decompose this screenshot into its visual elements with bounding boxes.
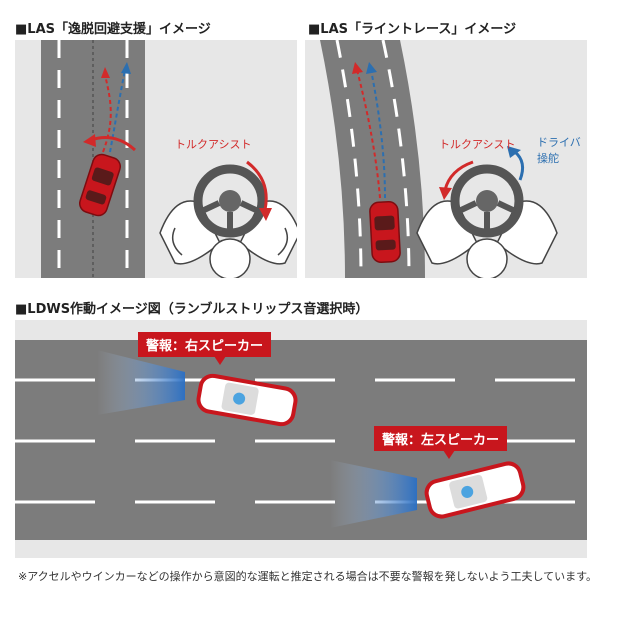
driver-with-steering-wheel [416, 164, 558, 278]
red-path-arrowhead [352, 62, 363, 74]
ldws-heading: ■LDWS作動イメージ図（ランブルストリップス音選択時） [15, 302, 369, 317]
red-path-arrow [356, 69, 381, 199]
road [41, 40, 145, 278]
wheel-torque-arrow [246, 160, 268, 211]
blue-path-arrowhead [121, 62, 131, 74]
las-trace-panel: トルクアシスト ドライバ 操舵 [305, 40, 587, 278]
torque-assist-label: トルクアシスト [439, 138, 516, 151]
blue-path-arrow [370, 69, 386, 199]
lane-line-right [381, 40, 411, 278]
torque-arrowhead [83, 134, 96, 147]
red-car [369, 201, 401, 263]
wheel-torque-arrowhead [439, 187, 452, 200]
alert-right-speaker-badge: 警報：右スピーカー [138, 332, 272, 357]
blue-path-arrowhead [366, 62, 377, 74]
blue-path-arrow [109, 69, 126, 153]
alert-right-pointer [214, 356, 226, 365]
driver-steering-label-line1: ドライバ [537, 136, 581, 149]
lane-line-left [335, 40, 363, 278]
ldws-panel: 警報：右スピーカー 警報：左スピーカー [15, 320, 587, 558]
las-departure-panel: トルクアシスト [15, 40, 297, 278]
warning-beam-right [97, 350, 185, 415]
las-trace-heading: ■LAS「ライントレース」イメージ [308, 22, 517, 37]
torque-assist-label: トルクアシスト [175, 138, 252, 151]
red-path-arrowhead [101, 67, 110, 78]
car-lower [424, 461, 526, 519]
las-trace-illustration [320, 40, 558, 278]
car-upper [196, 373, 298, 427]
driver-steer-arrow [513, 150, 525, 181]
red-car [79, 153, 121, 217]
driver-steering-label-line2: 操舵 [537, 152, 559, 165]
footnote: ※アクセルやウインカーなどの操作から意図的な運転と推定される場合は不要な警報を発… [18, 570, 598, 583]
red-path-arrow [102, 74, 112, 153]
driver-steer-arrowhead [507, 146, 521, 158]
driver-with-steering-wheel [159, 164, 297, 278]
wheel-torque-arrow [443, 160, 474, 191]
alert-left-pointer [443, 450, 455, 459]
warning-beam-left [330, 460, 417, 528]
alert-left-speaker-badge: 警報：左スピーカー [374, 426, 508, 451]
las-departure-illustration [41, 40, 297, 278]
wheel-torque-arrowhead [259, 208, 272, 221]
las-departure-heading: ■LAS「逸脱回避支援」イメージ [15, 22, 211, 37]
